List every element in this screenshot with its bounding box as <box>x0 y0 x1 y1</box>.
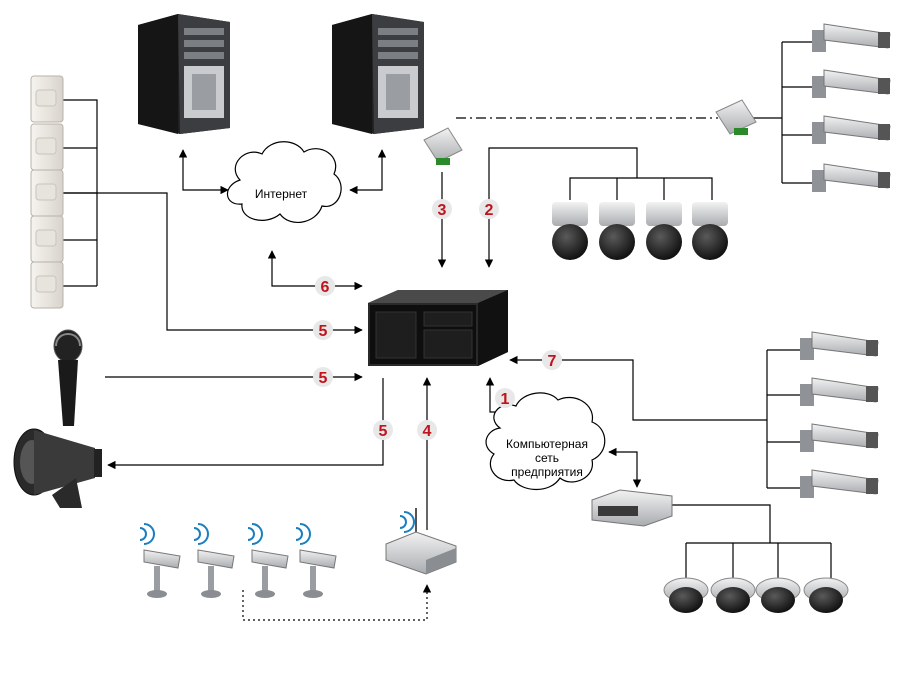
ptz-dome-camera-icon <box>646 202 682 260</box>
wireless-dotted-line <box>242 584 432 621</box>
video-encoder <box>591 489 673 527</box>
server-tower-icon <box>138 14 230 134</box>
converter-top <box>423 127 463 165</box>
wifi-router <box>385 508 457 575</box>
marker-4: 4 <box>417 420 437 440</box>
marker-4-label: 4 <box>423 423 432 440</box>
motion-sensor-icon <box>30 261 64 309</box>
enterprise-label-line1: Компьютерная <box>506 437 588 451</box>
bullet-camera-icon <box>812 163 891 192</box>
dome-camera-icon <box>803 577 849 613</box>
wireless-camera-icon <box>193 523 235 598</box>
bullet-camera-icon <box>812 115 891 144</box>
server-tower-right <box>332 14 424 134</box>
motion-sensor-icon <box>30 123 64 171</box>
marker-5-microphone: 5 <box>313 367 333 387</box>
marker-5-siren: 5 <box>373 420 393 440</box>
bullet-camera-icon <box>812 69 891 98</box>
tower1-internet-line <box>178 149 229 195</box>
tower2-internet-line <box>349 149 387 195</box>
enterprise-to-encoder-line <box>608 447 642 488</box>
encoder-to-domes-line <box>670 504 832 580</box>
marker-5c-label: 5 <box>379 423 388 440</box>
enterprise-network-cloud: Компьютерная сеть предприятия <box>485 392 606 491</box>
bullet-camera-icon <box>800 331 879 360</box>
siren-speaker <box>13 428 102 508</box>
marker-6: 6 <box>315 276 335 296</box>
cloud-icon <box>485 392 606 491</box>
connection-lines <box>62 41 832 621</box>
right-cameras-bus-line <box>766 349 800 489</box>
converter-icon <box>423 127 463 165</box>
siren-speaker-icon <box>13 428 102 508</box>
microphone <box>53 329 83 426</box>
markers: 1 2 3 4 5 5 5 6 <box>313 199 562 440</box>
right-cameras-to-server-line <box>509 355 767 421</box>
motion-sensor-icon <box>30 75 64 123</box>
central-rack-server <box>368 290 508 366</box>
marker-7-label: 7 <box>548 353 557 370</box>
marker-1-label: 1 <box>501 391 510 408</box>
wireless-camera-icon <box>295 523 337 598</box>
motion-sensor-icon <box>30 215 64 263</box>
dome-camera-icon <box>710 577 756 613</box>
marker-5a-label: 5 <box>319 323 328 340</box>
marker-3-label: 3 <box>438 202 447 219</box>
marker-5b-label: 5 <box>319 370 328 387</box>
cloud-icon <box>226 141 342 223</box>
sensors-to-server-line <box>62 192 363 335</box>
marker-2: 2 <box>479 199 499 219</box>
video-encoder-icon <box>591 489 673 527</box>
motion-sensors-column <box>30 75 64 309</box>
dome-camera-icon <box>663 577 709 613</box>
server-to-siren-line <box>107 378 384 470</box>
top-right-cameras-group <box>812 23 891 192</box>
converter-icon <box>715 99 757 135</box>
motion-sensor-icon <box>30 169 64 217</box>
dome-camera-icon <box>755 577 801 613</box>
wireless-camera-icon <box>247 523 289 598</box>
marker-7: 7 <box>542 350 562 370</box>
bullet-camera-icon <box>800 469 879 498</box>
rack-server-icon <box>368 290 508 366</box>
marker-3: 3 <box>432 199 452 219</box>
wireless-cameras-group <box>139 523 337 598</box>
ptz-bus-line <box>569 177 713 200</box>
microphone-icon <box>53 329 83 426</box>
wireless-camera-icon <box>139 523 181 598</box>
internet-label: Интернет <box>255 187 308 201</box>
ptz-dome-camera-icon <box>552 202 588 260</box>
ptz-dome-camera-icon <box>599 202 635 260</box>
enterprise-label-line2: сеть <box>535 451 559 465</box>
marker-5-sensors: 5 <box>313 320 333 340</box>
bullet-camera-icon <box>800 423 879 452</box>
marker-1: 1 <box>495 388 515 408</box>
ptz-dome-camera-icon <box>692 202 728 260</box>
dome-cameras-group <box>663 577 849 613</box>
ptz-cameras-group <box>552 202 728 260</box>
top-cameras-bus-line <box>752 41 812 184</box>
marker-6-label: 6 <box>321 279 330 296</box>
marker-2-label: 2 <box>485 202 494 219</box>
internet-cloud: Интернет <box>226 141 342 223</box>
bullet-camera-icon <box>800 377 879 406</box>
enterprise-label-line3: предприятия <box>511 465 583 479</box>
bullet-camera-icon <box>812 23 891 52</box>
wifi-router-icon <box>385 508 457 575</box>
converter-right <box>715 99 757 135</box>
server-tower-icon <box>332 14 424 134</box>
server-tower-left <box>138 14 230 134</box>
right-cameras-group <box>800 331 879 498</box>
